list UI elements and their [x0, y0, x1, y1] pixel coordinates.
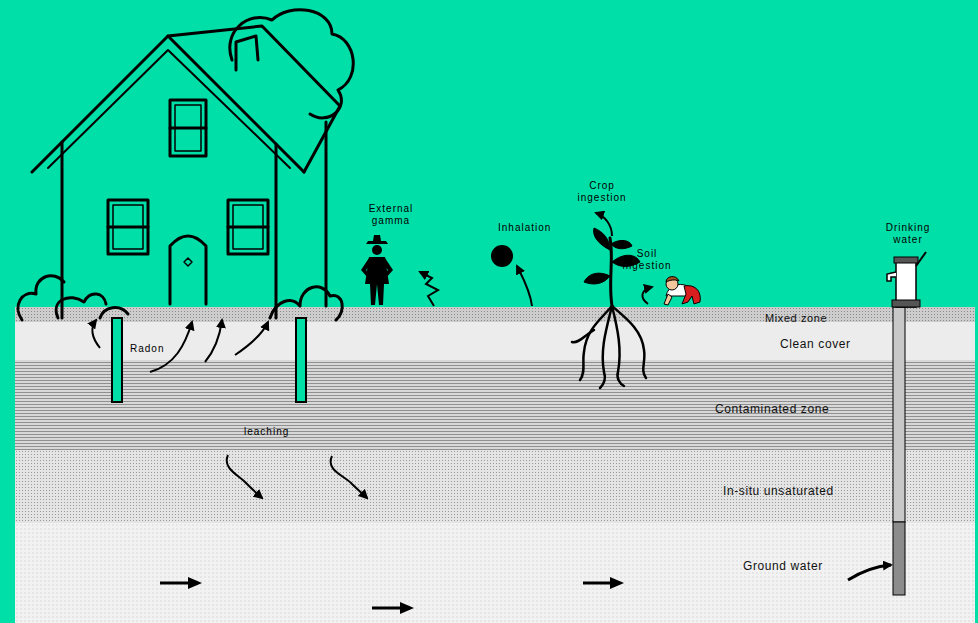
plant-part — [584, 273, 610, 284]
hand-pump-part — [893, 307, 905, 522]
foundation-pillar-part — [112, 318, 122, 402]
child-figure — [664, 277, 700, 305]
house-sketch — [18, 10, 353, 320]
inhalation-arrow — [517, 266, 532, 306]
plant-part-part — [600, 306, 612, 388]
soil-layer-band: Ground water — [15, 523, 975, 623]
house-sketch-part — [170, 236, 206, 304]
pathway-label: Radon — [130, 343, 174, 355]
pathway-label: Drinking water — [879, 222, 937, 246]
house-sketch-part — [236, 36, 258, 70]
label-holder: Soil ingestion — [615, 248, 679, 272]
hand-pump — [887, 252, 926, 595]
flow-arrow-part — [583, 582, 620, 585]
house-sketch-part — [228, 226, 268, 229]
radon-arrow-part — [235, 322, 268, 355]
plant-part — [572, 306, 646, 388]
house-sketch-part — [175, 105, 201, 151]
plant-part — [611, 240, 632, 248]
plant-part-part — [612, 306, 646, 378]
house-sketch-part — [275, 144, 278, 318]
hand-pump-part — [892, 300, 920, 307]
plant-part-part — [580, 306, 612, 380]
soil-layer-band: Contaminated zone — [15, 360, 975, 450]
pathway-label: Inhalation — [498, 222, 568, 234]
gamma-arrow — [420, 272, 438, 306]
leaching-arrow-part — [331, 456, 367, 498]
layer-label: In-situ unsaturated — [723, 484, 834, 498]
child-figure-part — [664, 294, 672, 305]
particle-dot — [491, 245, 513, 267]
layer-label: Contaminated zone — [715, 402, 829, 416]
house-sketch-part — [56, 294, 106, 318]
label-holder: Crop ingestion — [570, 180, 634, 204]
house-sketch-part — [48, 50, 290, 168]
plant-part-part — [572, 330, 594, 342]
hand-pump-part — [887, 272, 896, 281]
house-sketch-part — [168, 26, 340, 172]
hand-pump-part — [894, 257, 918, 263]
pathway-label: Soil ingestion — [615, 248, 679, 272]
house-sketch-part — [228, 200, 268, 254]
leaching-arrow-part — [227, 455, 262, 498]
house-sketch-part — [100, 308, 128, 318]
hand-pump-part — [916, 252, 926, 266]
radon-arrow-part — [205, 320, 222, 362]
flow-arrow-part — [372, 607, 410, 610]
house-sketch-part — [108, 200, 148, 254]
radon-arrow-part — [93, 320, 100, 348]
hand-pump-part — [893, 522, 905, 595]
label-holder: External gamma — [360, 203, 422, 227]
soil-layer-band: Clean cover — [15, 322, 975, 360]
plant-part — [594, 228, 610, 250]
label-holder: Radon — [130, 343, 174, 355]
child-figure-part — [682, 286, 700, 304]
house-sketch-part — [233, 205, 263, 249]
inflow-arrow — [848, 565, 891, 580]
soil-layer-band: In-situ unsaturated — [15, 450, 975, 523]
soil-arrow — [642, 287, 652, 304]
label-holder: Inhalation — [498, 222, 568, 234]
person-silhouette-part — [366, 235, 388, 244]
soil-layer-band: Mixed zone — [15, 307, 975, 322]
foundation-pillar-part — [296, 318, 306, 402]
house-sketch-part — [32, 36, 304, 172]
layer-label: Mixed zone — [765, 311, 827, 325]
house-sketch-part — [113, 205, 143, 249]
radon-arrow — [93, 320, 268, 372]
label-holder: Drinking water — [879, 222, 937, 246]
flow-arrow — [160, 583, 620, 608]
pathway-label: leaching — [244, 426, 306, 438]
house-sketch-part — [170, 100, 206, 156]
person-silhouette — [361, 235, 393, 305]
plant-part-part — [612, 306, 624, 386]
person-silhouette-part — [383, 258, 393, 278]
house-sketch-part — [325, 122, 328, 306]
foundation-pillar — [112, 318, 306, 402]
plant — [572, 228, 646, 388]
pathway-label: External gamma — [360, 203, 422, 227]
pathway-label: Crop ingestion — [570, 180, 634, 204]
crop-arrow — [596, 213, 612, 236]
house-sketch-part — [270, 287, 342, 320]
house-sketch-part — [184, 258, 192, 266]
flow-arrow-part — [160, 582, 198, 585]
layer-label: Ground water — [743, 559, 823, 573]
person-silhouette-part — [372, 245, 382, 255]
label-holder: leaching — [244, 426, 306, 438]
layer-label: Clean cover — [780, 337, 851, 351]
house-sketch-part — [108, 226, 148, 229]
leaching-arrow — [227, 455, 367, 498]
person-silhouette-part — [361, 258, 371, 278]
child-figure-part — [666, 277, 679, 282]
house-sketch-part — [61, 142, 64, 318]
